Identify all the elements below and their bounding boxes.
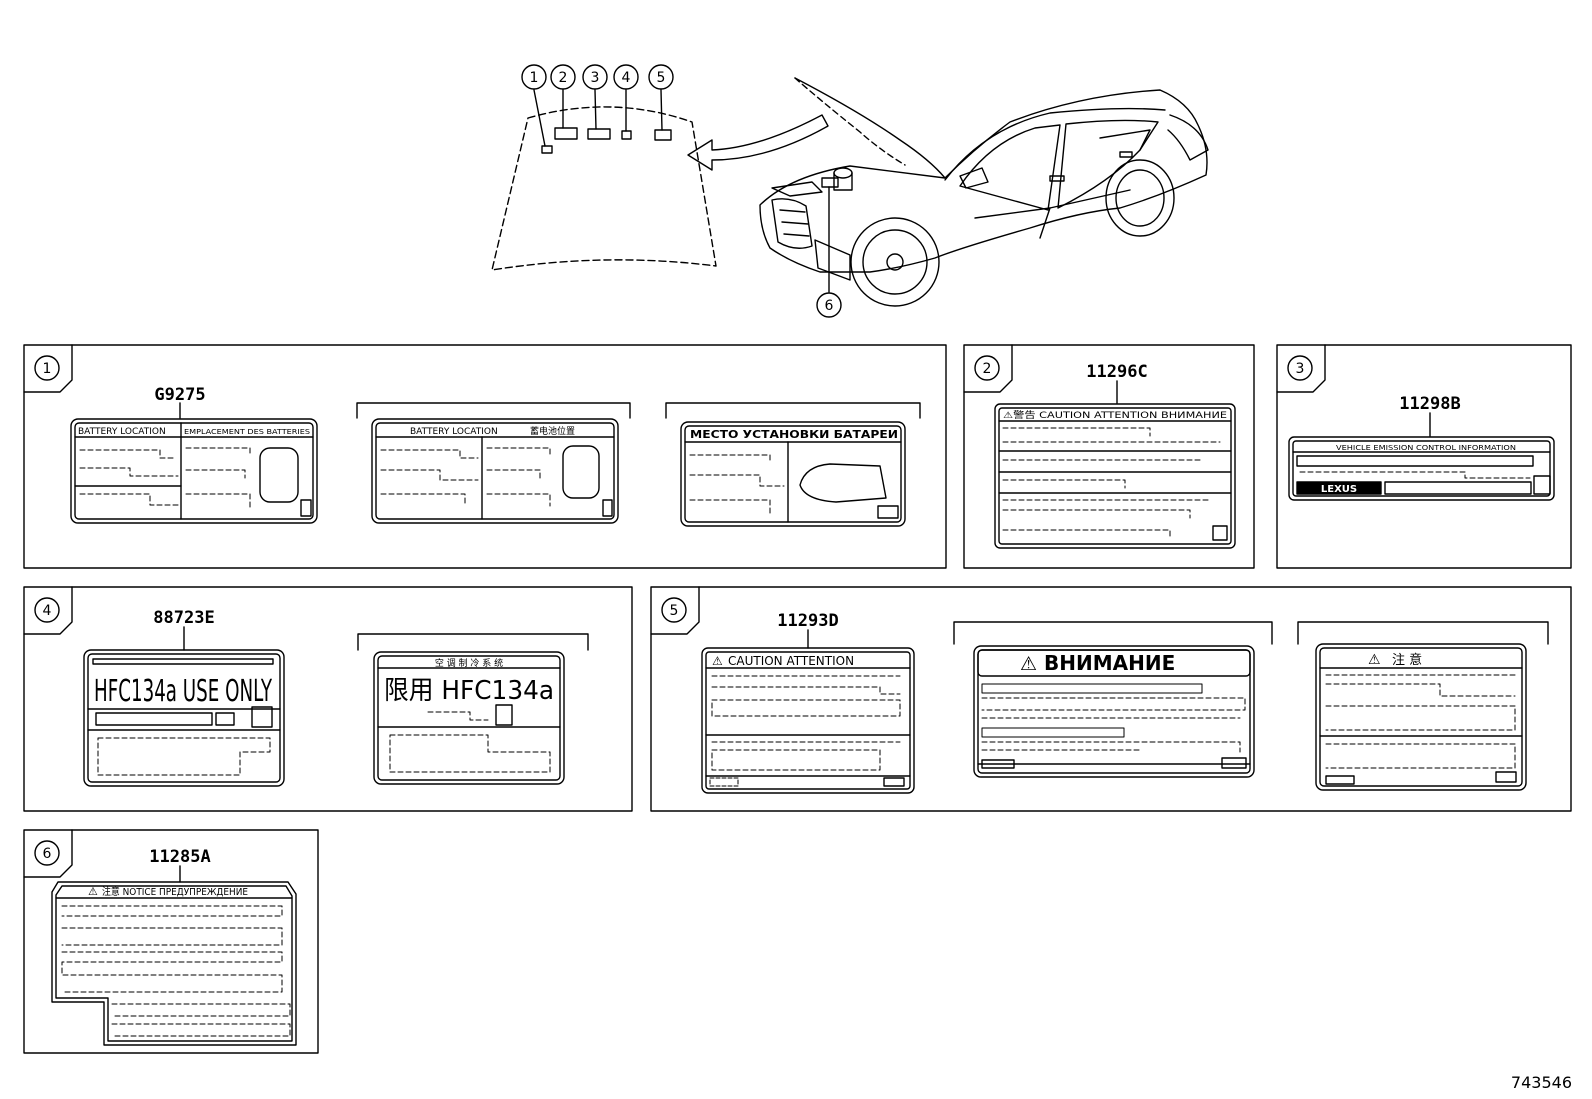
label-1b-header-right: 蓄电池位置: [530, 425, 575, 437]
part-number-11298b: 11298B: [1399, 394, 1460, 414]
part-number-g9275: G9275: [154, 385, 205, 405]
part-number-88723e: 88723E: [153, 608, 214, 628]
car-illustration: [759, 77, 1209, 307]
callout-circle-6-top: [816, 292, 842, 318]
panel-6-number: 6: [43, 846, 52, 862]
callout-2-top: 2: [559, 70, 568, 86]
label-3-header: VEHICLE EMISSION CONTROL INFORMATION: [1336, 444, 1516, 452]
part-number-11293d: 11293D: [777, 611, 838, 631]
label-3-logo: LEXUS: [1321, 484, 1357, 495]
callout-1-top: 1: [530, 70, 539, 86]
panel-2: [963, 344, 1255, 569]
label-4b-header: 空 调 制 冷 系 统: [435, 657, 503, 669]
label-5c-warning-icon: ⚠: [1368, 652, 1381, 668]
callout-6-top: 6: [825, 298, 834, 314]
label-1a-header-right: EMPLACEMENT DES BATTERIES: [184, 428, 311, 436]
label-location-2: [554, 127, 578, 140]
label-location-4: [621, 130, 632, 140]
label-5a-warning-icon: ⚠: [712, 654, 723, 668]
callout-circles-top: [521, 64, 674, 90]
label-1b-header-left: BATTERY LOCATION: [410, 427, 498, 437]
hood-underside-view: [491, 89, 717, 271]
label-4b-title: 限用 HFC134a: [384, 676, 554, 706]
panel-1-number: 1: [43, 361, 52, 377]
view-arrow: [687, 114, 829, 171]
panel-5-number: 5: [670, 603, 679, 619]
callout-5-top: 5: [657, 70, 666, 86]
label-2-header: ⚠警告 CAUTION ATTENTION ВНИМАНИЕ: [1003, 409, 1227, 421]
callout-4-top: 4: [622, 70, 631, 86]
label-location-3: [587, 128, 611, 140]
label-5b-header: ВНИМАНИЕ: [1044, 651, 1175, 675]
panel-1: [23, 344, 947, 569]
label-5c-header: 注 意: [1392, 652, 1422, 668]
panel-4: [23, 586, 633, 812]
panel-6: [23, 829, 319, 1054]
label-1a-header-left: BATTERY LOCATION: [78, 427, 166, 437]
part-number-11285a: 11285A: [149, 847, 210, 867]
panel-3-number: 3: [1296, 361, 1305, 377]
label-location-1: [541, 145, 553, 154]
panel-4-number: 4: [43, 603, 52, 619]
label-1c-header: МЕСТО УСТАНОВКИ БАТАРЕИ: [690, 428, 898, 441]
panel-3: [1276, 344, 1572, 569]
label-6-warning-icon: ⚠: [88, 885, 98, 898]
label-5b-warning-icon: ⚠: [1020, 653, 1037, 675]
label-location-5: [654, 129, 672, 141]
label-4a-title: HFC134a USE ONLY: [94, 674, 272, 709]
part-number-11296c: 11296C: [1086, 362, 1147, 382]
label-6-header: 注意 NOTICE ПРЕДУПРЕЖДЕНИЕ: [102, 885, 248, 898]
label-location-6: [821, 177, 839, 188]
panel-5: [650, 586, 1572, 812]
label-5a-header: CAUTION ATTENTION: [728, 654, 854, 668]
callout-3-top: 3: [591, 70, 600, 86]
figure-id: 743546: [1511, 1073, 1572, 1092]
panel-2-number: 2: [983, 361, 992, 377]
